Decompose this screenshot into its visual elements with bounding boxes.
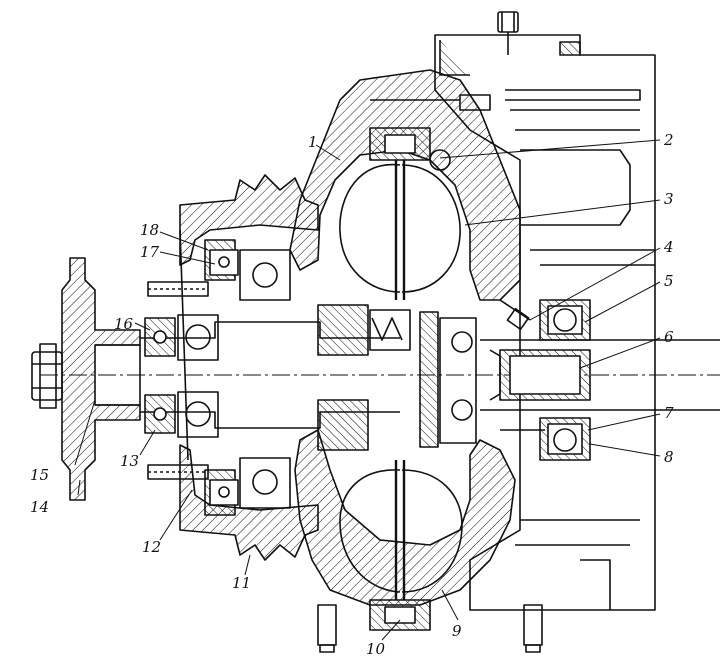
callout-18: 18 xyxy=(140,221,159,239)
shaft-bearing-16 xyxy=(144,314,219,361)
callout-6: 6 xyxy=(664,328,674,346)
callout-8: 8 xyxy=(664,448,674,466)
callout-17: 17 xyxy=(140,243,160,261)
turbine-hub xyxy=(317,304,477,451)
housing-bolts-left xyxy=(147,229,209,480)
callout-12: 12 xyxy=(142,538,161,556)
callout-4: 4 xyxy=(663,238,674,256)
input-bearing-lower xyxy=(204,457,291,516)
top-bolt xyxy=(497,11,519,55)
callout-7: 7 xyxy=(664,404,674,422)
lower-ring-bolts xyxy=(317,599,543,653)
callout-10: 10 xyxy=(366,640,386,658)
callout-13: 13 xyxy=(120,452,139,470)
drive-flange xyxy=(61,257,141,501)
callout-14: 14 xyxy=(30,498,49,516)
output-shaft xyxy=(480,339,720,411)
callout-15: 15 xyxy=(30,466,49,484)
callout-11: 11 xyxy=(232,574,251,592)
callout-9: 9 xyxy=(452,622,462,640)
input-bearing-upper xyxy=(204,239,291,301)
output-bearing-upper xyxy=(499,299,591,341)
input-shaft xyxy=(40,321,720,429)
callout-16: 16 xyxy=(114,315,134,333)
pulley xyxy=(179,174,319,561)
shaft-bearing-13 xyxy=(144,391,219,438)
callout-5: 5 xyxy=(664,272,674,290)
leader-lines xyxy=(74,139,661,641)
callout-1: 1 xyxy=(308,133,318,151)
upper-torus xyxy=(339,160,461,300)
callout-2: 2 xyxy=(663,131,674,149)
upper-ring-bearing xyxy=(369,94,491,171)
output-bearing-lower xyxy=(500,417,591,461)
shaft-nut xyxy=(31,343,63,409)
callout-labels: 1 2 3 4 5 6 7 8 9 10 11 12 13 14 15 16 1… xyxy=(30,131,674,658)
callout-3: 3 xyxy=(664,190,674,208)
lower-torus xyxy=(339,460,463,600)
